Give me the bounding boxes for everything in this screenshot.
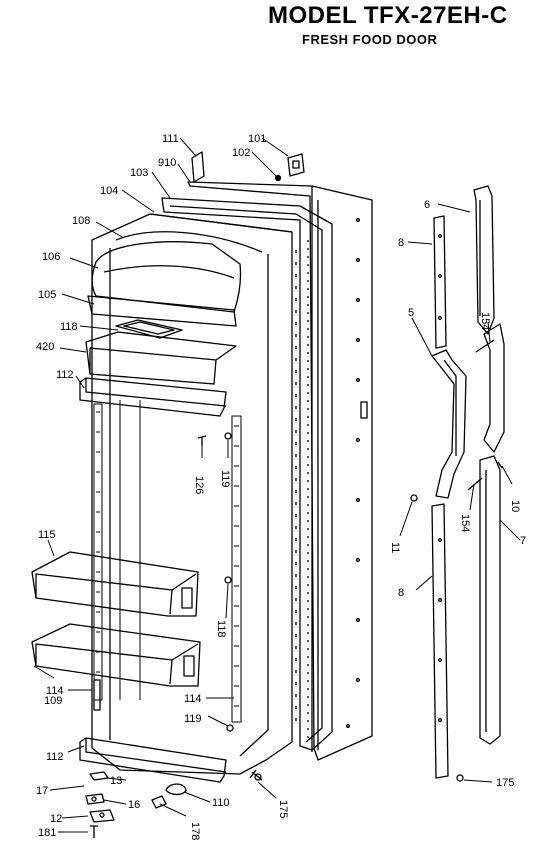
part-181-screw: [90, 825, 98, 838]
callout-101: 101: [248, 133, 266, 145]
part-12-hinge-plate: [89, 809, 115, 823]
part-178-shim: [151, 795, 167, 809]
callout-10: 10: [509, 500, 521, 512]
callout-104: 104: [100, 185, 118, 197]
callout-17: 17: [36, 785, 48, 797]
part-16-cam: [85, 793, 105, 805]
callout-16: 16: [128, 799, 140, 811]
part-8-lower-strip: [431, 503, 449, 779]
part-10-screw: [497, 461, 503, 469]
callout-5: 5: [408, 307, 414, 319]
callout-109: 109: [44, 695, 62, 707]
callout-119-lower: 119: [184, 713, 202, 725]
part-105-dairy-shelf: [87, 295, 237, 327]
part-118-butter-insert: [115, 319, 183, 339]
callout-119-upper: 119: [219, 470, 231, 488]
callout-8-lower: 8: [398, 587, 404, 599]
callout-112-lower: 112: [46, 751, 64, 763]
callout-114-left: 114: [46, 685, 64, 697]
callout-6: 6: [424, 199, 430, 211]
model-title: MODEL TFX-27EH-C: [268, 2, 508, 29]
door-handle-slot: [360, 401, 368, 419]
callout-126: 126: [193, 476, 205, 494]
callout-12: 12: [50, 813, 62, 825]
door-screw-holes: [346, 218, 360, 728]
diagram-subtitle: FRESH FOOD DOOR: [302, 32, 438, 47]
callout-175: 175: [277, 800, 289, 818]
callout-178: 178: [189, 822, 201, 840]
part-112-lower-bar: [79, 737, 227, 783]
callout-114-right: 114: [184, 693, 202, 705]
callout-118-insert: 118: [60, 321, 78, 333]
part-13-bracket: [89, 771, 109, 781]
liner-ladder-right: [231, 415, 242, 723]
part-154-upper-spring: [475, 339, 495, 353]
callout-118-plug: 118: [215, 620, 227, 638]
callout-154-upper: 154: [479, 312, 491, 330]
callout-8-upper: 8: [398, 237, 404, 249]
callout-105: 105: [38, 289, 56, 301]
callout-103: 103: [130, 167, 148, 179]
callout-115: 115: [38, 529, 56, 541]
part-8-upper-strip: [433, 215, 447, 349]
callout-420: 420: [36, 341, 54, 353]
part-114-left-post: [93, 679, 101, 711]
door-liner: [91, 213, 293, 775]
callout-106: 106: [42, 251, 60, 263]
callout-111: 111: [162, 133, 179, 145]
liner-ladder-left: [93, 403, 103, 701]
part-102-screw: [274, 174, 282, 182]
part-7-lower-handle-trim: [479, 455, 501, 745]
callout-labels: 111 101 102 910 103 104 108 106 105 118 …: [36, 133, 526, 840]
part-108-dairy-frame: [115, 231, 263, 253]
part-154-upper-handle-cover: [483, 323, 505, 453]
callout-13: 13: [110, 775, 122, 787]
callout-175-lower: 175: [496, 777, 514, 789]
callout-11: 11: [389, 542, 401, 553]
part-109-lower-bin: [31, 623, 201, 687]
callout-181: 181: [38, 827, 56, 839]
part-175-lower-screw: [456, 774, 464, 782]
leader-lines: [33, 137, 521, 833]
part-11-screw: [410, 494, 418, 502]
part-119-plug: [224, 432, 232, 440]
part-6-handle-trim: [473, 185, 495, 335]
part-420-bin: [85, 331, 237, 385]
callout-154-lower: 154: [459, 514, 471, 532]
part-115-upper-bin: [31, 551, 199, 617]
callout-102: 102: [232, 147, 250, 159]
part-106-dairy-door: [91, 241, 242, 313]
part-110-stop: [165, 783, 187, 796]
door-gasket: [161, 197, 333, 751]
callout-910: 910: [158, 157, 176, 169]
part-111-cap: [191, 151, 205, 183]
door-outer-panel: [187, 181, 373, 761]
part-5-handle: [431, 349, 467, 499]
part-101-clip: [287, 153, 305, 177]
callout-7: 7: [520, 535, 526, 547]
callout-110: 110: [212, 797, 230, 809]
part-119-lower-plug: [226, 724, 234, 732]
part-126-screw: [197, 435, 207, 446]
part-154-lower-spring: [467, 477, 483, 491]
callout-108: 108: [72, 215, 90, 227]
callout-112-upper: 112: [56, 369, 74, 381]
part-118-plug: [224, 576, 232, 584]
